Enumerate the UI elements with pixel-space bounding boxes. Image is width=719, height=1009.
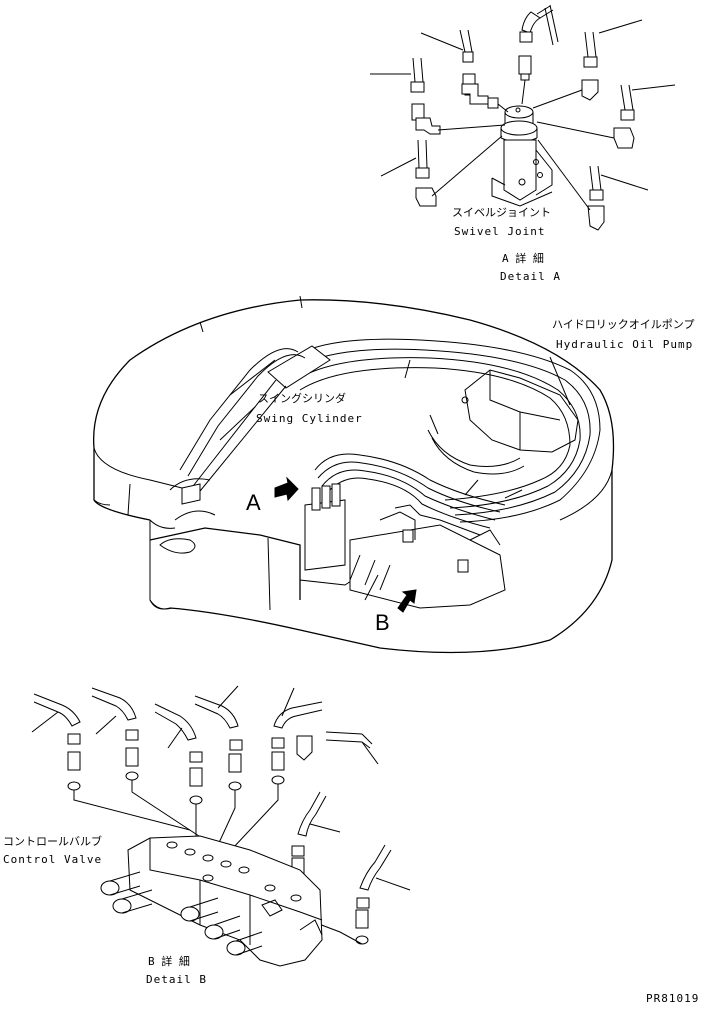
revolving-frame [92, 295, 615, 654]
control-valve-block [100, 835, 323, 967]
swivel-joint-label-en: Swivel Joint [454, 225, 546, 238]
view-marker-b: B [375, 610, 390, 635]
view-arrows [274, 476, 417, 613]
hydraulic-pump-label-jp: ハイドロリックオイルポンプ [552, 318, 695, 331]
detail-b-title-en: Detail B [146, 973, 207, 986]
detail-a-title-jp: A 詳 細 [502, 252, 544, 265]
control-valve-label-jp: コントロールバルブ [3, 835, 102, 848]
swivel-joint-label-jp: スイベルジョイント [452, 206, 551, 219]
hydraulic-lines [179, 338, 601, 609]
view-marker-a: A [246, 490, 261, 515]
drawing-number: PR81019 [646, 992, 700, 1005]
detail-a-hoses [370, 4, 676, 231]
swing-cylinder-label-jp: スイングシリンダ [258, 392, 346, 405]
swing-cylinder-label-en: Swing Cylinder [256, 412, 363, 425]
hydraulic-pump-label-en: Hydraulic Oil Pump [556, 338, 694, 351]
detail-a-title-en: Detail A [500, 270, 561, 283]
swivel-joint-assembly [491, 105, 553, 207]
control-valve-label-en: Control Valve [3, 853, 103, 866]
detail-b-title-jp: B 詳 細 [148, 955, 190, 968]
